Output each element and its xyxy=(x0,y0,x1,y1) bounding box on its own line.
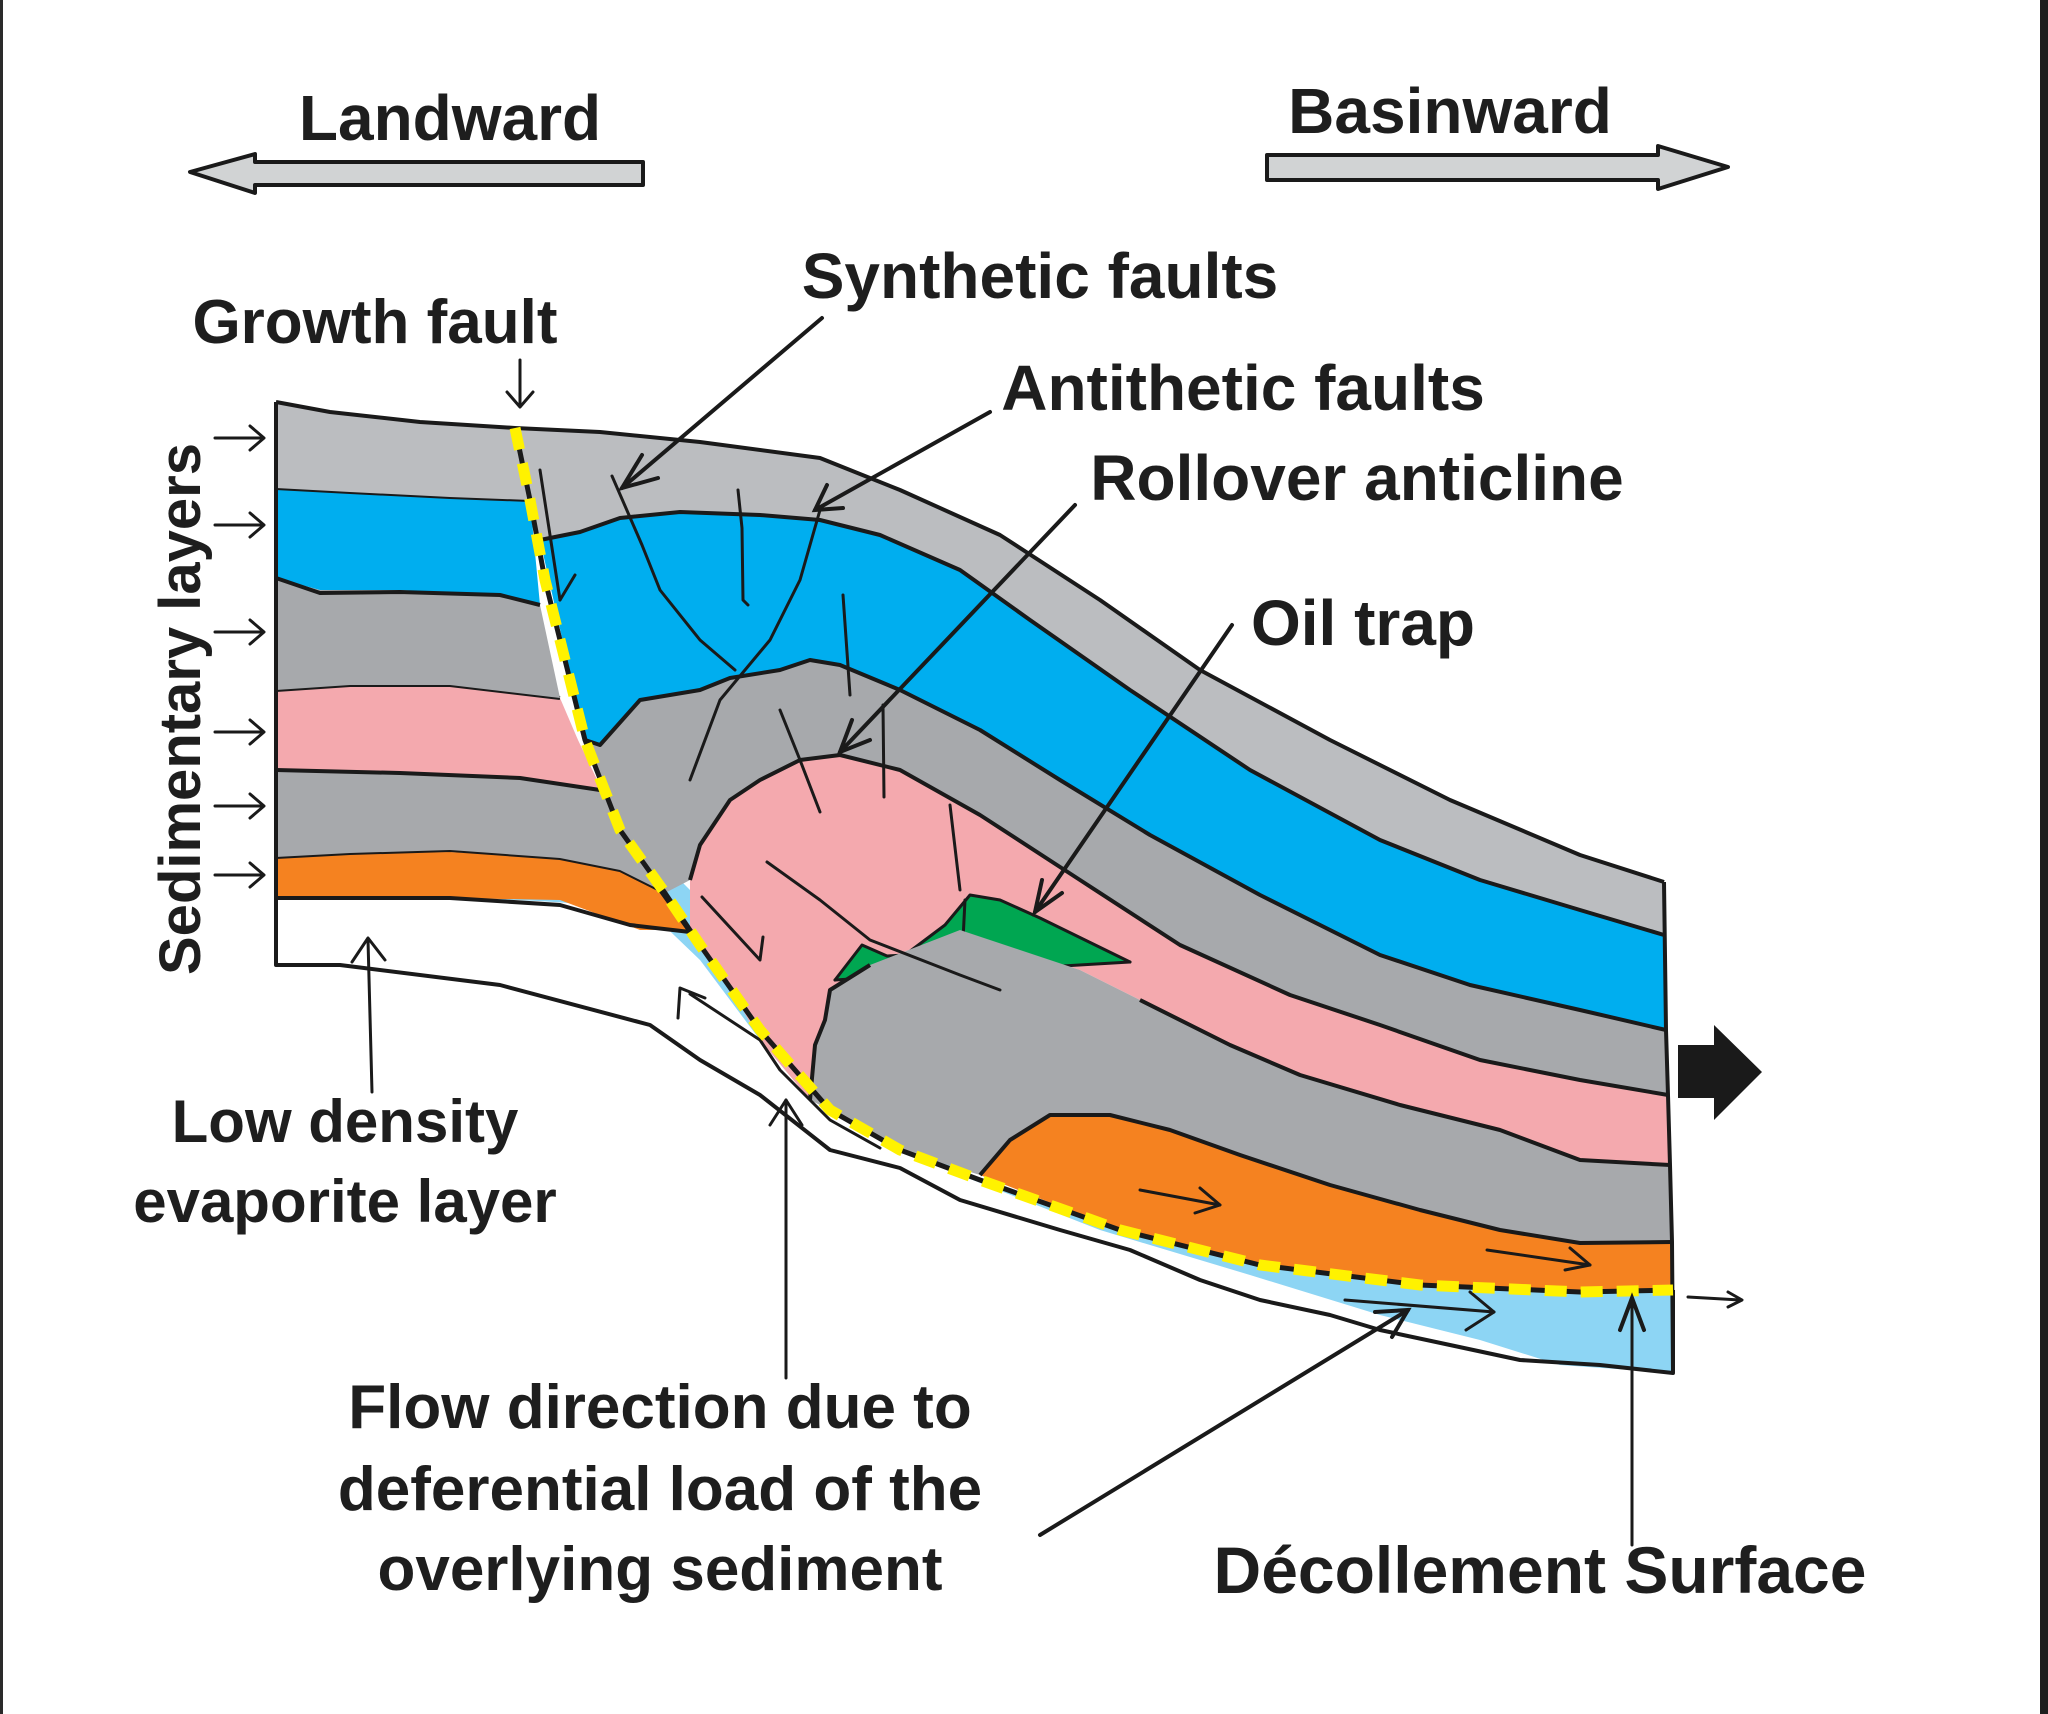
flow-arrows xyxy=(676,986,1744,1332)
layer-arrow-icon xyxy=(213,792,266,820)
layer-arrow-icon xyxy=(213,511,266,539)
low-density-label-line2: evaporite layer xyxy=(133,1168,557,1235)
evaporite-layer xyxy=(276,870,1673,1373)
decollement-leader-diagonal xyxy=(1038,1307,1412,1537)
low-density-leader xyxy=(350,936,387,1094)
gray-layer-footwall-top xyxy=(276,402,530,500)
synthetic-fault-lines xyxy=(538,468,1002,992)
sedimentary-layers-label: Sedimentary layers xyxy=(148,443,213,975)
flow-direction-label-line3: overlying sediment xyxy=(377,1535,942,1604)
growth-fault-label: Growth fault xyxy=(192,288,557,357)
basinward-label: Basinward xyxy=(1288,75,1612,147)
orange-layer-footwall xyxy=(276,852,690,930)
landward-label: Landward xyxy=(299,82,601,154)
orange-footwall-bottom xyxy=(276,896,691,934)
rollover-anticline-leader xyxy=(836,503,1077,756)
antithetic-faults-leader xyxy=(811,410,992,513)
flow-direction-label-line1: Flow direction due to xyxy=(348,1373,971,1442)
gray-layer-footwall-lower xyxy=(276,770,660,890)
blue-layer-footwall xyxy=(276,488,540,605)
evaporite-outline xyxy=(274,898,1675,1375)
growth-fault-dashes xyxy=(509,426,1674,1298)
layer-arrow-icon xyxy=(213,718,266,746)
layer-arrow-icon xyxy=(213,424,266,452)
pink-layer-footwall xyxy=(276,685,602,790)
antithetic-faults-label: Antithetic faults xyxy=(1001,352,1485,424)
oil-trap-leader xyxy=(1031,623,1234,917)
layer-arrow-icon xyxy=(213,618,266,646)
basinward-arrow-icon xyxy=(1265,144,1730,191)
orange-layer-lower xyxy=(980,1115,1673,1292)
synthetic-faults-label: Synthetic faults xyxy=(802,240,1279,312)
oil-trap-label: Oil trap xyxy=(1251,587,1475,659)
gray-layer-middle xyxy=(585,660,1668,1095)
blue-layer xyxy=(540,512,1666,1030)
gray-layer-top xyxy=(515,428,1664,935)
rollover-anticline-label: Rollover anticline xyxy=(1090,442,1623,514)
surface-outline xyxy=(275,400,1665,884)
sedimentary-layer-arrows xyxy=(213,424,266,889)
pink-layer-anticline xyxy=(690,755,1670,1165)
gray-layer-footwall-middle xyxy=(276,578,560,698)
low-density-label-line1: Low density xyxy=(172,1088,519,1155)
flow-direction-label-line2: deferential load of the xyxy=(338,1455,982,1524)
decollement-leader-vertical xyxy=(1618,1292,1646,1547)
flow-direction-leader xyxy=(768,1098,804,1380)
gray-layer-lower xyxy=(810,930,1672,1243)
extension-arrow-icon xyxy=(1678,1025,1762,1120)
left-border xyxy=(0,0,3,1714)
right-boundary xyxy=(1662,881,1675,1374)
cross-section xyxy=(274,400,1744,1375)
decollement-label: Décollement Surface xyxy=(1214,1533,1867,1607)
landward-arrow-icon xyxy=(188,152,645,195)
anticline-outline xyxy=(688,753,1669,1097)
layer-arrow-icon xyxy=(213,861,266,889)
right-border xyxy=(2040,0,2048,1714)
growth-fault-pointer-icon xyxy=(505,358,535,409)
synthetic-faults-leader xyxy=(617,316,824,492)
